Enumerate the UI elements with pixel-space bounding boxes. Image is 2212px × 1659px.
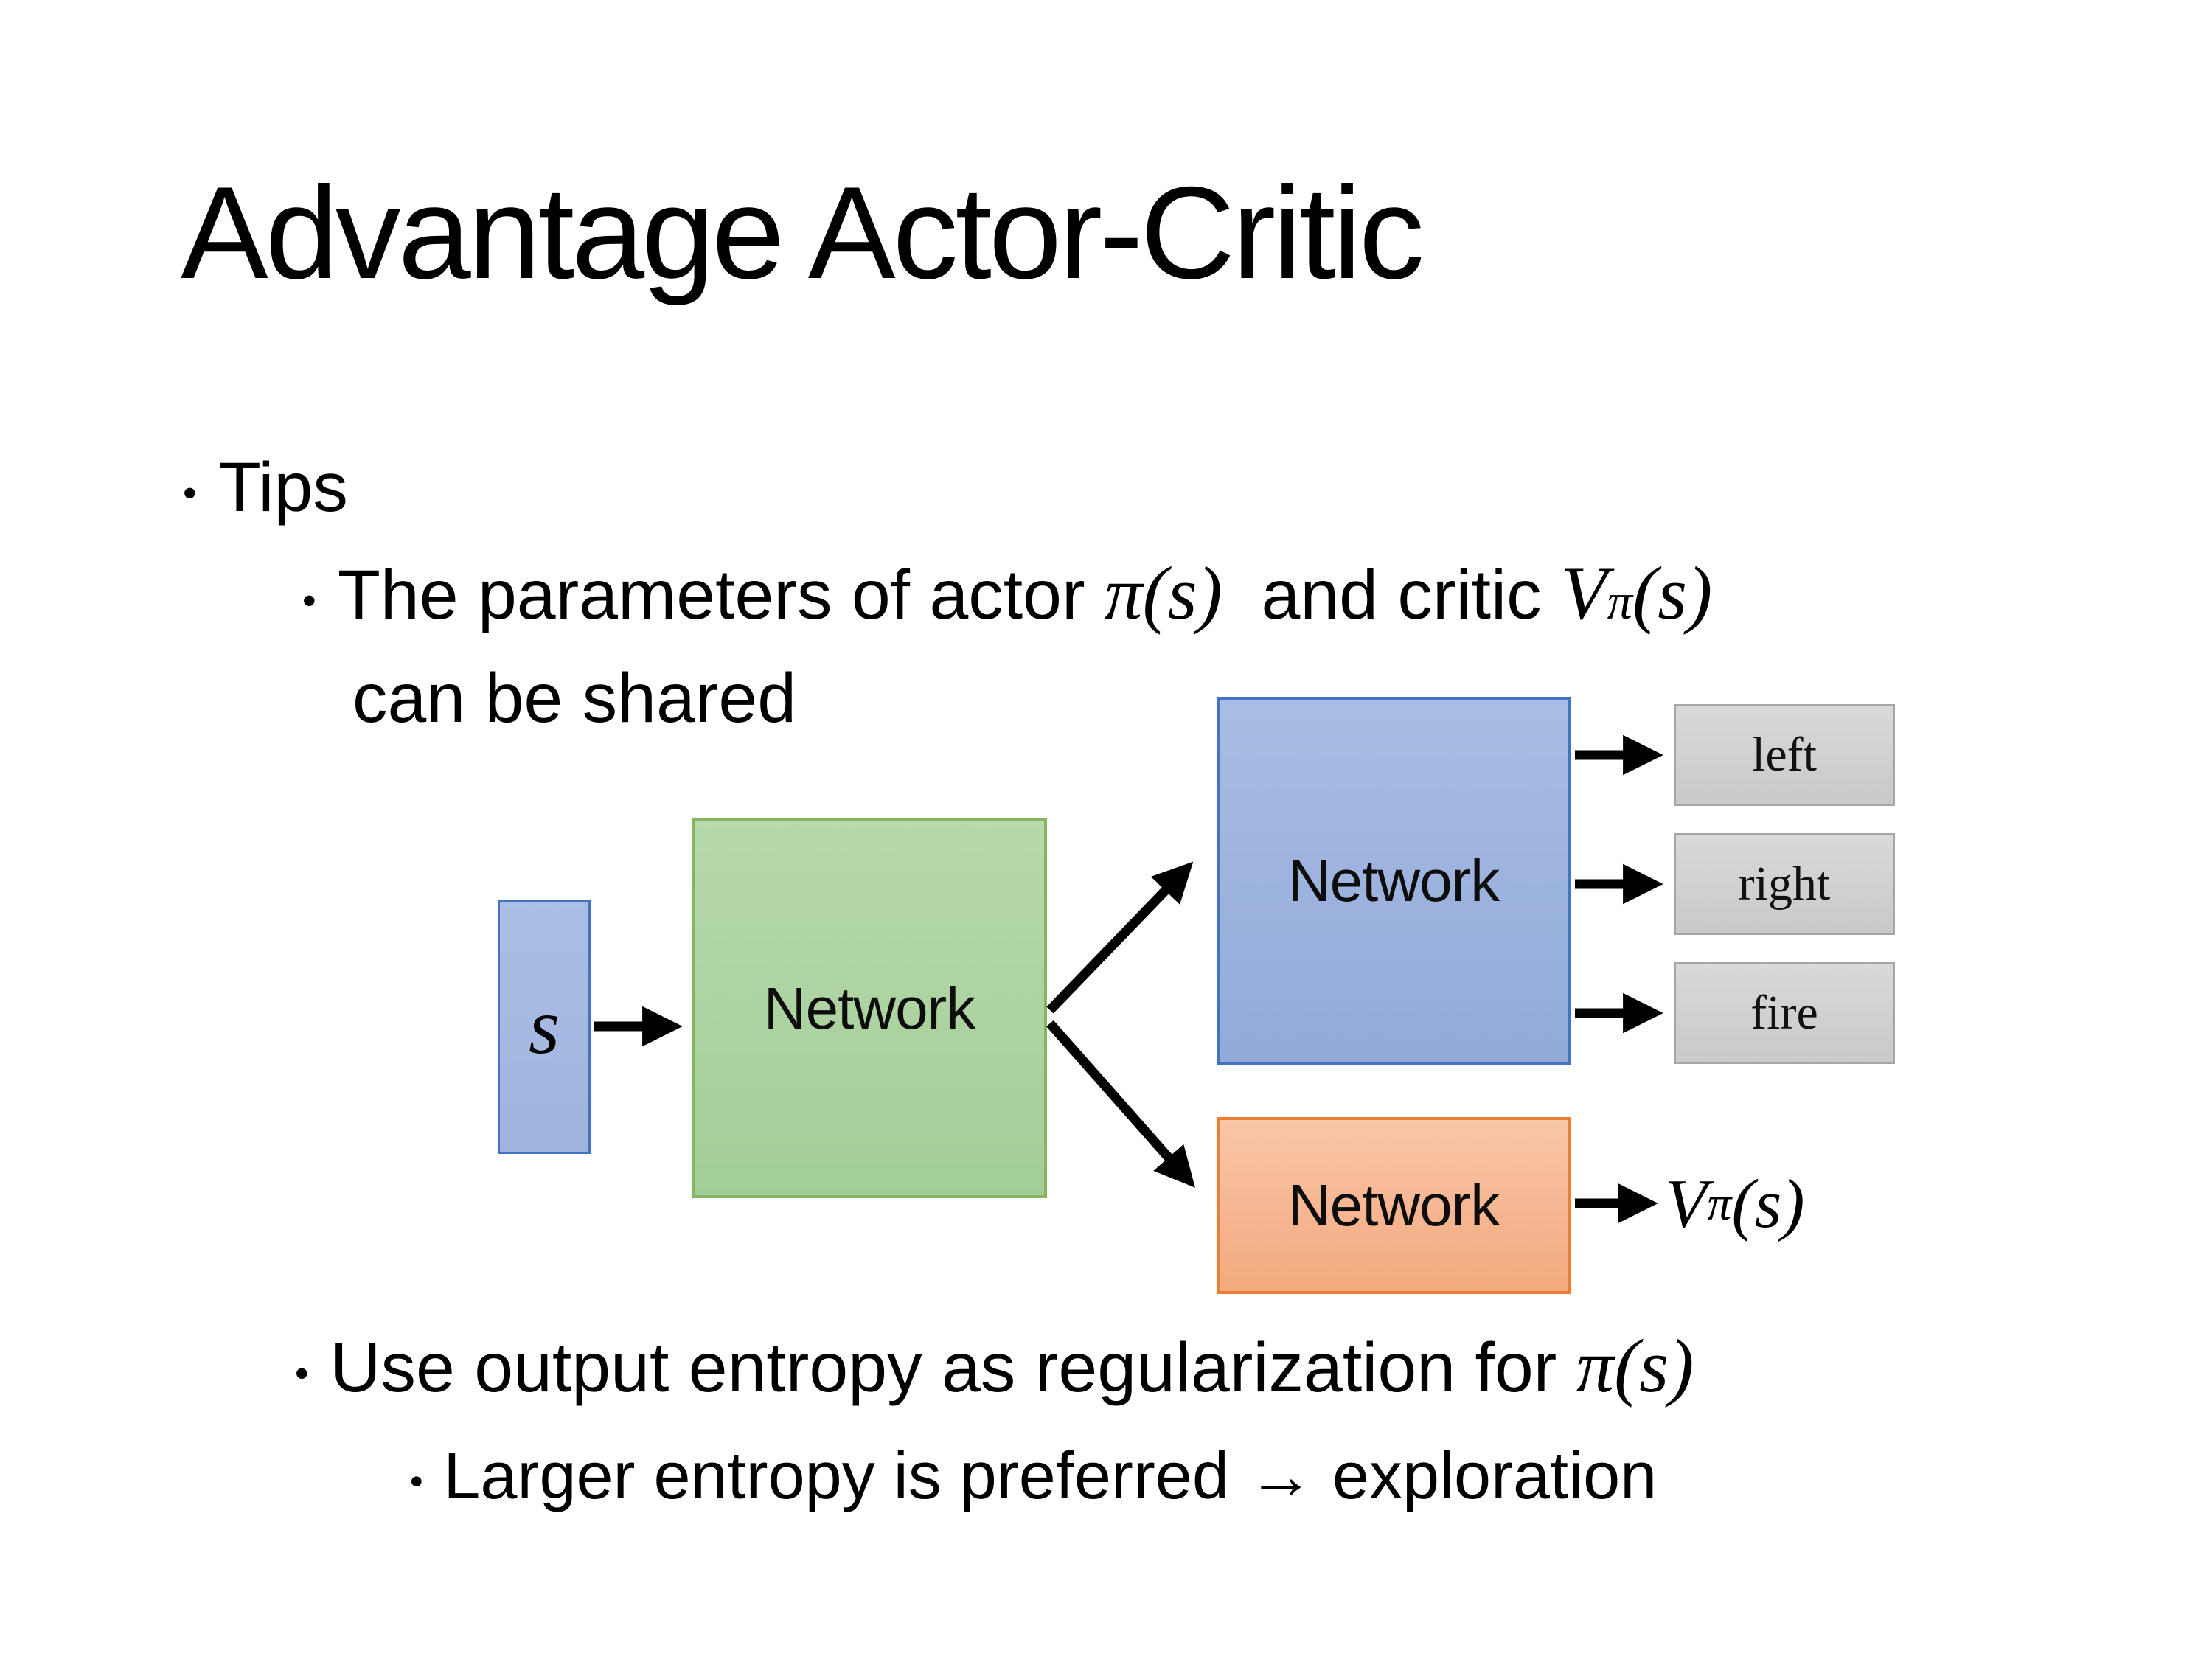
- critic-network-box: Network: [1217, 1117, 1571, 1294]
- arrow-shared-to-critic: [1046, 1020, 1195, 1188]
- critic-v-arg: (s): [1632, 552, 1713, 636]
- bullet-dot: •: [302, 579, 316, 623]
- parameters-mid-text: and critic: [1222, 556, 1562, 634]
- state-input-box: s: [498, 900, 591, 1154]
- bullet-line-parameters: • The parameters of actor π(s) and criti…: [302, 552, 1713, 636]
- actor-network-label: Network: [1287, 848, 1500, 914]
- critic-v-math: V: [1561, 552, 1607, 636]
- action-fire-box: fire: [1674, 962, 1895, 1064]
- action-left-label: left: [1752, 728, 1817, 782]
- shared-network-box: Network: [692, 818, 1047, 1198]
- bullet-dot: •: [295, 1352, 309, 1396]
- tips-text: Tips: [218, 448, 348, 526]
- bullet-dot: •: [410, 1459, 423, 1502]
- exploration-text: Larger entropy is preferred → exploratio…: [443, 1439, 1658, 1513]
- bullet-line-parameters-cont: can be shared: [352, 659, 797, 737]
- parameters-text: The parameters of actor: [337, 556, 1105, 634]
- value-arg: (s): [1731, 1165, 1805, 1242]
- can-be-shared-text: can be shared: [352, 659, 797, 737]
- arrow-shared-to-actor: [1046, 861, 1194, 1014]
- actor-network-box: Network: [1217, 697, 1571, 1065]
- state-s-label: s: [528, 982, 560, 1071]
- action-fire-label: fire: [1750, 986, 1818, 1040]
- entropy-pi-math: π(s): [1576, 1325, 1694, 1408]
- bullet-line-entropy: • Use output entropy as regularization f…: [295, 1327, 1694, 1407]
- bullet-dot: •: [183, 471, 197, 515]
- action-right-box: right: [1674, 833, 1895, 935]
- entropy-text: Use output entropy as regularization for: [330, 1329, 1576, 1407]
- shared-network-label: Network: [763, 975, 975, 1041]
- action-left-box: left: [1674, 704, 1895, 806]
- actor-pi-math: π(s): [1105, 552, 1222, 636]
- value-v: V: [1665, 1165, 1708, 1242]
- bullet-line-exploration: • Larger entropy is preferred → explorat…: [410, 1441, 1657, 1512]
- bullet-line-tips: • Tips: [183, 451, 348, 525]
- action-right-label: right: [1738, 857, 1831, 911]
- critic-network-label: Network: [1287, 1172, 1500, 1238]
- page-title: Advantage Actor-Critic: [181, 159, 1425, 306]
